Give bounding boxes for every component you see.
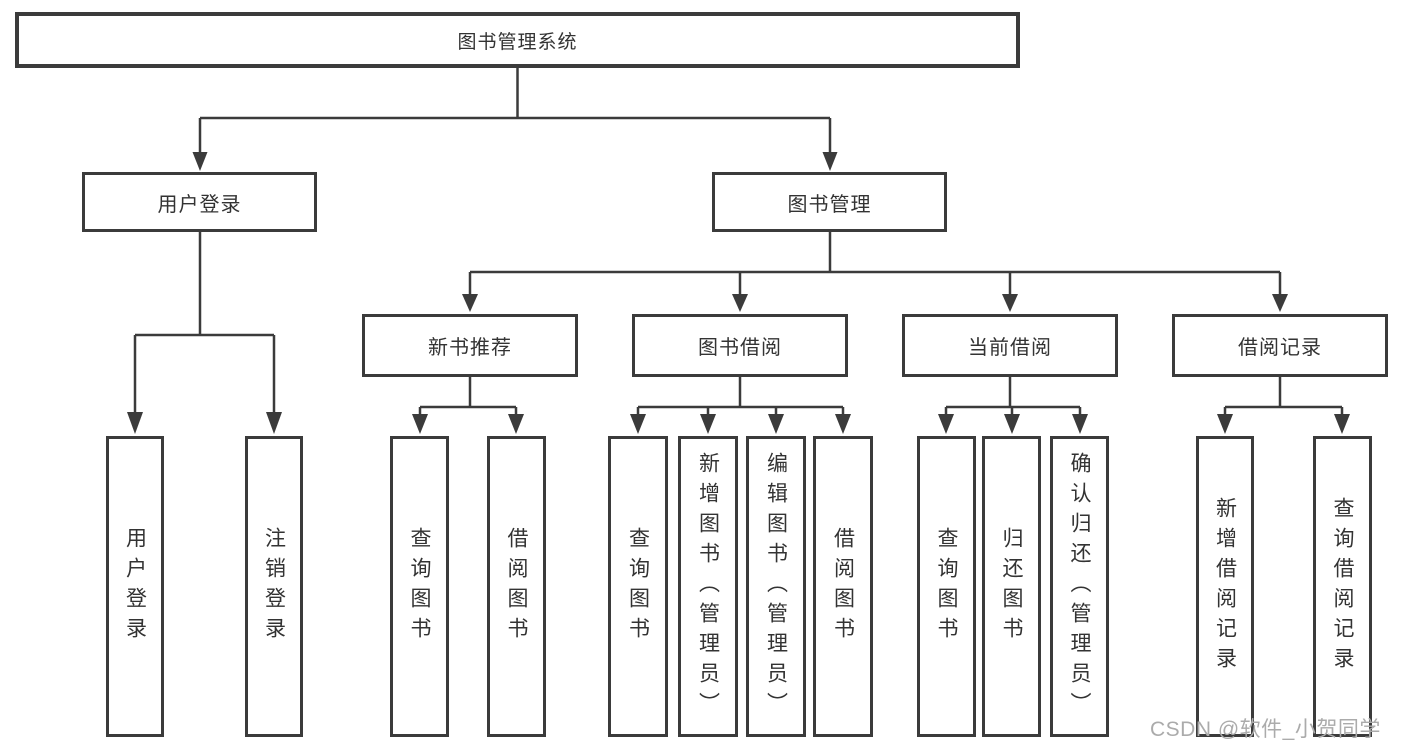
node-library-system: 图书管理系统	[15, 12, 1020, 68]
node-new-book-recommend: 新书推荐	[362, 314, 578, 377]
leaf-logout: 注销登录	[245, 436, 303, 737]
leaf-confirm-return-admin-label: 确认归还（管理员）	[1068, 451, 1091, 722]
leaf-query-books-recommend: 查询图书	[390, 436, 449, 737]
node-current-borrow-label: 当前借阅	[968, 337, 1052, 359]
node-book-borrow-label: 图书借阅	[698, 337, 782, 359]
node-new-book-recommend-label: 新书推荐	[428, 337, 512, 359]
node-user-login: 用户登录	[82, 172, 317, 232]
leaf-borrow-books-recommend-label: 借阅图书	[505, 526, 528, 647]
node-current-borrow: 当前借阅	[902, 314, 1118, 377]
leaf-user-login: 用户登录	[106, 436, 164, 737]
leaf-return-books-label: 归还图书	[1000, 526, 1023, 647]
leaf-logout-label: 注销登录	[262, 526, 286, 647]
leaf-confirm-return-admin: 确认归还（管理员）	[1050, 436, 1109, 737]
leaf-add-book-admin: 新增图书（管理员）	[678, 436, 738, 737]
leaf-add-borrow-record-label: 新增借阅记录	[1213, 496, 1237, 677]
node-book-management: 图书管理	[712, 172, 947, 232]
leaf-borrow-books: 借阅图书	[813, 436, 873, 737]
leaf-edit-book-admin: 编辑图书（管理员）	[746, 436, 806, 737]
node-book-management-label: 图书管理	[787, 193, 872, 216]
leaf-edit-book-admin-label: 编辑图书（管理员）	[764, 451, 788, 722]
leaf-query-books-recommend-label: 查询图书	[408, 526, 431, 647]
node-library-system-label: 图书管理系统	[457, 31, 578, 53]
leaf-borrow-books-recommend: 借阅图书	[487, 436, 546, 737]
leaf-borrow-books-label: 借阅图书	[831, 526, 855, 647]
leaf-return-books: 归还图书	[982, 436, 1041, 737]
watermark: CSDN @软件_小贺同学	[1150, 718, 1381, 741]
leaf-query-books-borrow-label: 查询图书	[626, 526, 650, 647]
node-borrow-records-label: 借阅记录	[1238, 337, 1322, 359]
leaf-query-borrow-record: 查询借阅记录	[1313, 436, 1372, 737]
leaf-query-books-current: 查询图书	[917, 436, 976, 737]
leaf-add-book-admin-label: 新增图书（管理员）	[696, 451, 720, 722]
leaf-query-books-current-label: 查询图书	[935, 526, 958, 647]
leaf-user-login-label: 用户登录	[123, 526, 147, 647]
leaf-add-borrow-record: 新增借阅记录	[1196, 436, 1254, 737]
leaf-query-borrow-record-label: 查询借阅记录	[1331, 496, 1354, 677]
node-book-borrow: 图书借阅	[632, 314, 848, 377]
node-user-login-label: 用户登录	[157, 193, 242, 216]
node-borrow-records: 借阅记录	[1172, 314, 1388, 377]
leaf-query-books-borrow: 查询图书	[608, 436, 668, 737]
